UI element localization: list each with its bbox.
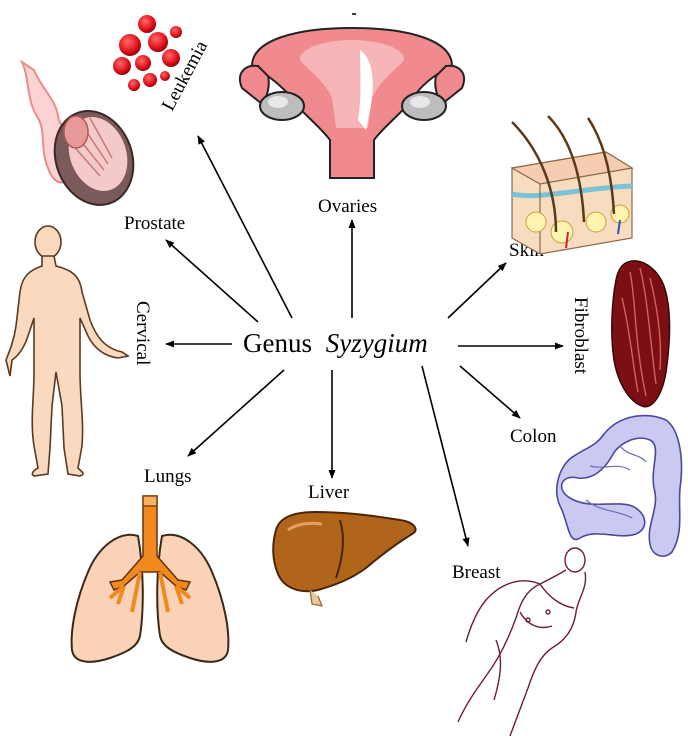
arrow-to-breast — [422, 366, 468, 546]
label-ovaries: Ovaries — [318, 196, 377, 217]
uterus-ovaries-icon — [240, 28, 464, 178]
arrow-to-skin — [448, 263, 506, 318]
label-prostate: Prostate — [124, 213, 185, 234]
label-colon: Colon — [510, 426, 557, 447]
arrow-to-colon — [460, 366, 520, 418]
arrow-to-lungs — [188, 370, 284, 456]
label-breast: Breast — [452, 562, 501, 583]
human-body-icon — [6, 226, 128, 476]
label-lungs: Lungs — [144, 466, 192, 487]
prostate-testis-icon — [22, 62, 146, 216]
fibroblast-tissue-icon — [612, 261, 670, 407]
arrow-to-leukemia — [198, 136, 292, 318]
center-prefix: Genus — [243, 328, 312, 358]
label-liver: Liver — [308, 482, 350, 503]
skin-layers-icon — [512, 116, 632, 254]
label-fibroblast: Fibroblast — [570, 297, 591, 375]
center-title: Genus Syzygium — [243, 328, 428, 358]
label-cervical: Cervical — [132, 301, 153, 365]
liver-icon — [273, 512, 415, 606]
colon-icon — [557, 416, 682, 557]
arrow-to-prostate — [166, 240, 258, 322]
center-genus: Syzygium — [326, 328, 428, 358]
lungs-icon — [72, 496, 229, 662]
